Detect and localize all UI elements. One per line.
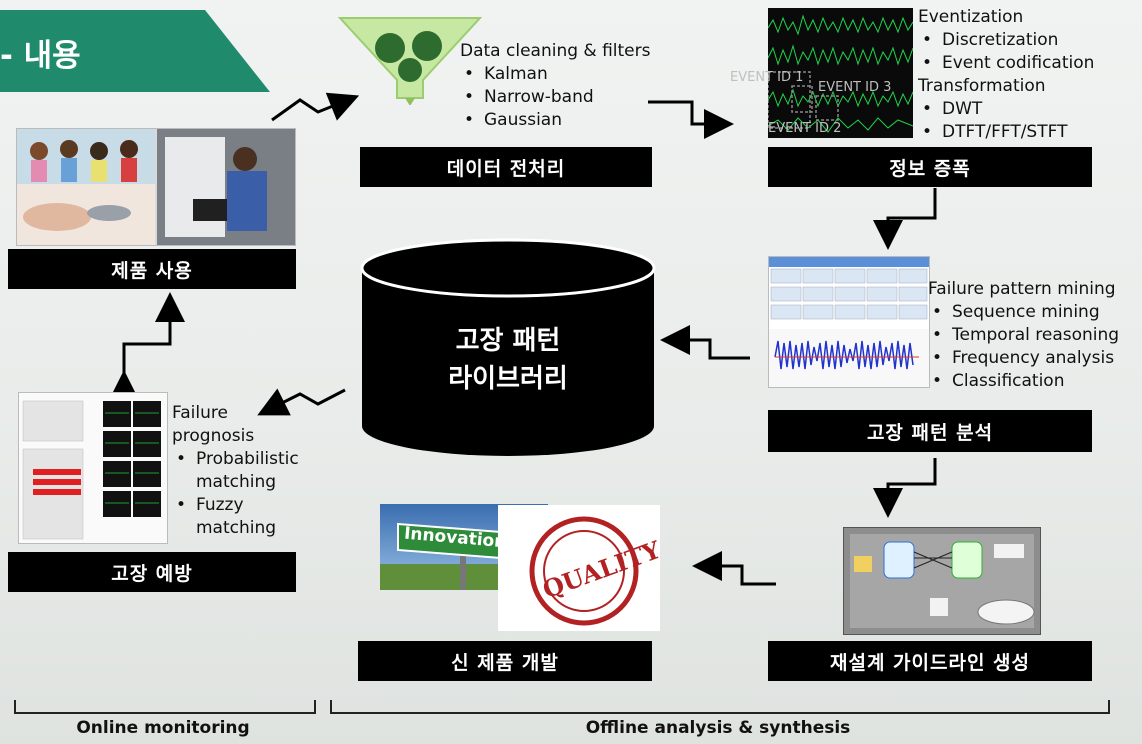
quality-stamp-image: QUALITY [498,505,664,631]
library-label: 고장 패턴 라이브러리 [448,326,568,394]
event-id-2-label: EVENT ID 2 [768,121,842,136]
online-monitoring-label: Online monitoring [76,718,250,738]
mining-item: Classification [932,370,1138,393]
arrow-redesign-to-newproduct [692,551,776,586]
stage-label-preprocessing: 데이터 전처리 [360,147,652,187]
arrow-analysis-to-library [660,325,750,360]
pattern-analysis-chart [768,256,930,388]
eventization-item: Event codification [922,52,1138,75]
offline-analysis-label: Offline analysis & synthesis [585,718,851,738]
amplification-description: Eventization Discretization Event codifi… [918,6,1138,144]
stage-label-amplification: 정보 증폭 [768,147,1092,187]
redesign-network-illustration [850,534,1035,628]
analysis-description: Failure pattern mining Sequence mining T… [928,278,1138,393]
event-signal-plot [767,8,914,138]
prognosis-screenshot [18,392,168,544]
matching-item: Fuzzy matching [176,494,322,540]
prognosis-ui-illustration [22,400,161,540]
online-brace [14,700,316,714]
arrow-library-to-prognosis [257,388,346,416]
pattern-table-and-signal [769,257,929,387]
arrow-bidirectional-use-prevention [109,292,185,400]
quality-stamp-illustration [529,516,639,626]
event-box-2 [791,85,813,113]
product-use-photos [16,128,296,246]
arrow-analysis-to-redesign [873,458,937,518]
innovation-sign-illustration [380,522,548,590]
event-waveform [767,14,914,133]
prognosis-description: Failure prognosis Probabilistic matching… [172,402,322,540]
event-box-1 [767,71,811,129]
stage-label-redesign: 재설계 가이드라인 생성 [768,641,1092,681]
eventization-item: Discretization [922,29,1138,52]
filter-item: Kalman [464,63,690,86]
mining-item: Temporal reasoning [932,324,1138,347]
section-title: - 내용 [0,38,81,74]
transformation-item: DWT [922,98,1138,121]
arrow-amplify-to-analysis [873,188,937,250]
offline-brace [330,700,1110,714]
event-box-3 [815,95,839,121]
transformation-item: DTFT/FFT/STFT [922,121,1138,144]
filter-funnel-icon [337,17,483,105]
product-use-illustration [17,129,295,245]
event-id-1-label: EVENT ID 1 [730,70,804,85]
stage-label-product-use: 제품 사용 [8,249,296,289]
stage-label-prevention: 고장 예방 [8,552,296,592]
stage-label-new-product: 신 제품 개발 [358,641,652,681]
filter-item: Narrow-band [464,86,690,109]
stage-label-pattern-analysis: 고장 패턴 분석 [768,410,1092,452]
mining-item: Frequency analysis [932,347,1138,370]
redesign-diagram-image [843,527,1041,635]
failure-pattern-library-cylinder [360,238,656,456]
arrow-use-to-preprocess [271,92,360,122]
filter-item: Gaussian [464,109,690,132]
event-id-3-label: EVENT ID 3 [818,80,892,95]
mining-item: Sequence mining [932,301,1138,324]
matching-item: Probabilistic matching [176,448,322,494]
preprocessing-description: Data cleaning & filters Kalman Narrow-ba… [460,40,690,132]
